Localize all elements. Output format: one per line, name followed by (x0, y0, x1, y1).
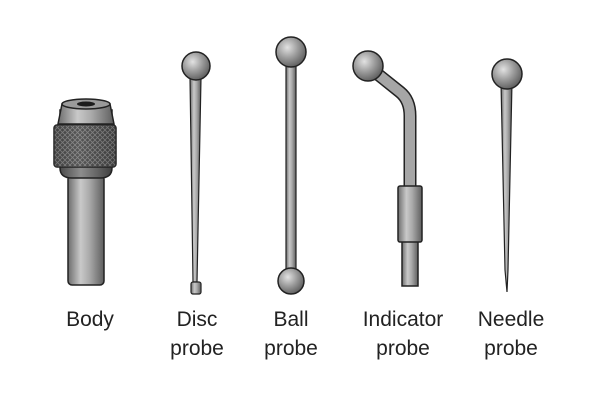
disc-probe-tool (181, 51, 211, 295)
needle-probe-tool (491, 58, 523, 293)
label-ball-probe: Ball probe (231, 305, 351, 363)
label-indicator-line1: Indicator (362, 308, 444, 331)
ball-probe-tool (275, 36, 307, 295)
label-indicator-probe: Indicator probe (343, 305, 463, 363)
indicator-probe-tool (352, 50, 423, 287)
label-needle-probe: Needle probe (451, 305, 571, 363)
label-disc-line1: Disc (176, 308, 218, 331)
body-tool (53, 98, 117, 286)
label-disc-probe: Disc probe (137, 305, 257, 363)
label-needle-line1: Needle (477, 308, 545, 331)
label-ball-line1: Ball (273, 308, 309, 331)
label-disc-line2: probe (170, 337, 224, 360)
label-indicator-line2: probe (376, 337, 430, 360)
label-ball-line2: probe (264, 337, 318, 360)
label-body: Body (30, 305, 150, 334)
label-body-line1: Body (66, 308, 114, 331)
label-needle-line2: probe (484, 337, 538, 360)
